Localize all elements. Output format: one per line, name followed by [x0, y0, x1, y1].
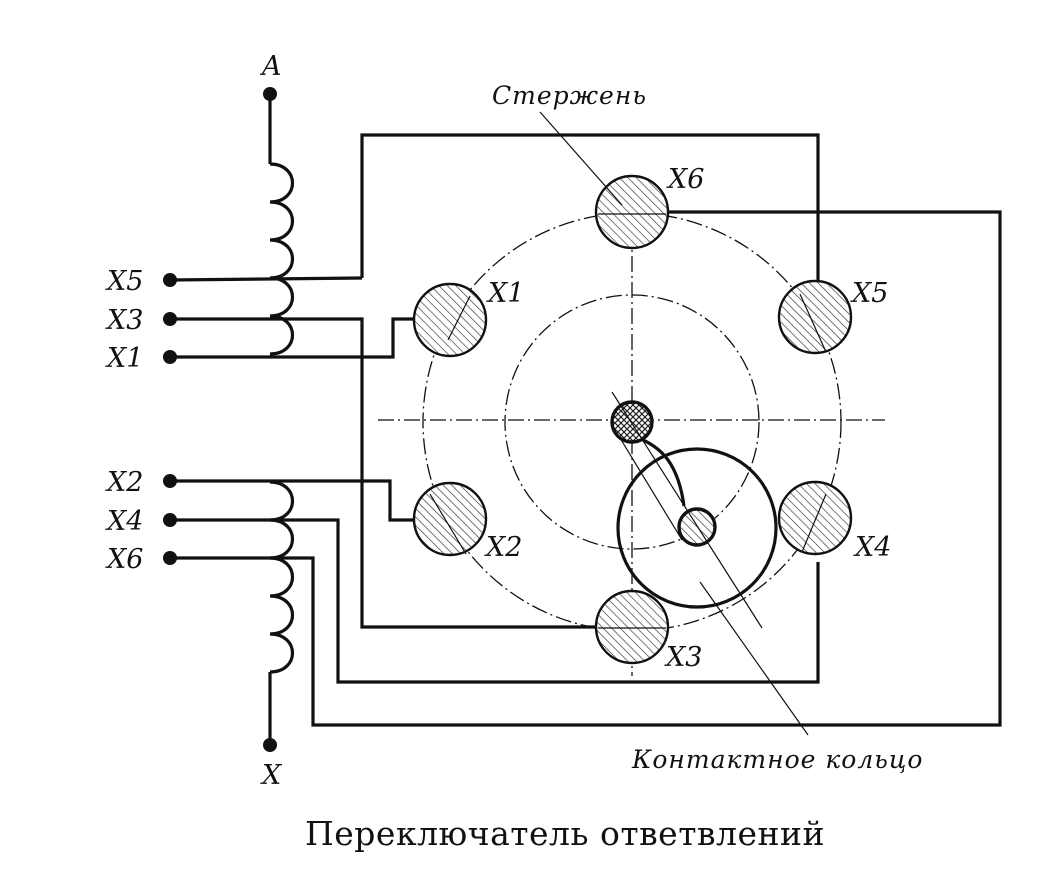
terminal-x-label: X — [260, 760, 283, 791]
contact-ring — [616, 447, 778, 609]
tap-x3-label: X3 — [105, 305, 143, 336]
tap-x3-wire — [170, 317, 602, 629]
tap-x5-label: X5 — [105, 266, 143, 297]
contact-x4-label: X4 — [853, 532, 891, 563]
contact-x5-label: X5 — [850, 278, 888, 309]
contact-ring-annotation: Контактное кольцо — [631, 745, 923, 774]
contact-x1-label: X1 — [486, 278, 524, 309]
contact-pitch-circle — [422, 212, 842, 632]
tap-x1-label: X1 — [105, 343, 143, 374]
contact-x1-mark — [447, 295, 471, 341]
contact-x4-mark — [801, 493, 827, 553]
rod-annotation: Стержень — [492, 81, 647, 110]
contact-x5 — [777, 279, 853, 355]
tap-x1-wire — [170, 317, 416, 359]
terminal-a-label: A — [259, 51, 282, 82]
contact-x2 — [412, 481, 488, 557]
contact-x5-mark — [799, 293, 827, 353]
contact-x6-label: X6 — [666, 164, 704, 195]
drive-arm-line — [611, 391, 763, 629]
tap-x4-label: X4 — [105, 506, 143, 537]
contact-x3 — [594, 589, 670, 665]
ring-pivot — [677, 507, 717, 547]
contact-x2-label: X2 — [484, 532, 522, 563]
lower-winding-coil — [269, 480, 295, 674]
contact-x3-label: X3 — [664, 642, 702, 673]
upper-winding-coil — [269, 162, 295, 356]
tap-x2-wire — [170, 479, 414, 522]
tap-x6-label: X6 — [105, 544, 143, 575]
terminal-x-dot — [263, 738, 277, 752]
contact-x1 — [412, 282, 488, 358]
ring-leader — [699, 581, 809, 736]
drive-arm-edge — [642, 438, 686, 507]
contact-x4 — [777, 480, 853, 556]
drive-arm-line-2 — [619, 437, 683, 541]
inner-pitch-circle — [504, 294, 760, 550]
tap-x6-wire — [170, 210, 1002, 727]
rod-leader — [539, 111, 623, 206]
central-shaft — [610, 400, 654, 444]
diagram-caption: Переключатель ответвлений — [305, 814, 825, 853]
switch-frame — [291, 133, 820, 684]
tap-x2-label: X2 — [105, 467, 143, 498]
tap-x5-wire — [169, 276, 363, 282]
contact-x6 — [594, 174, 670, 250]
contact-x2-mark — [429, 493, 467, 555]
